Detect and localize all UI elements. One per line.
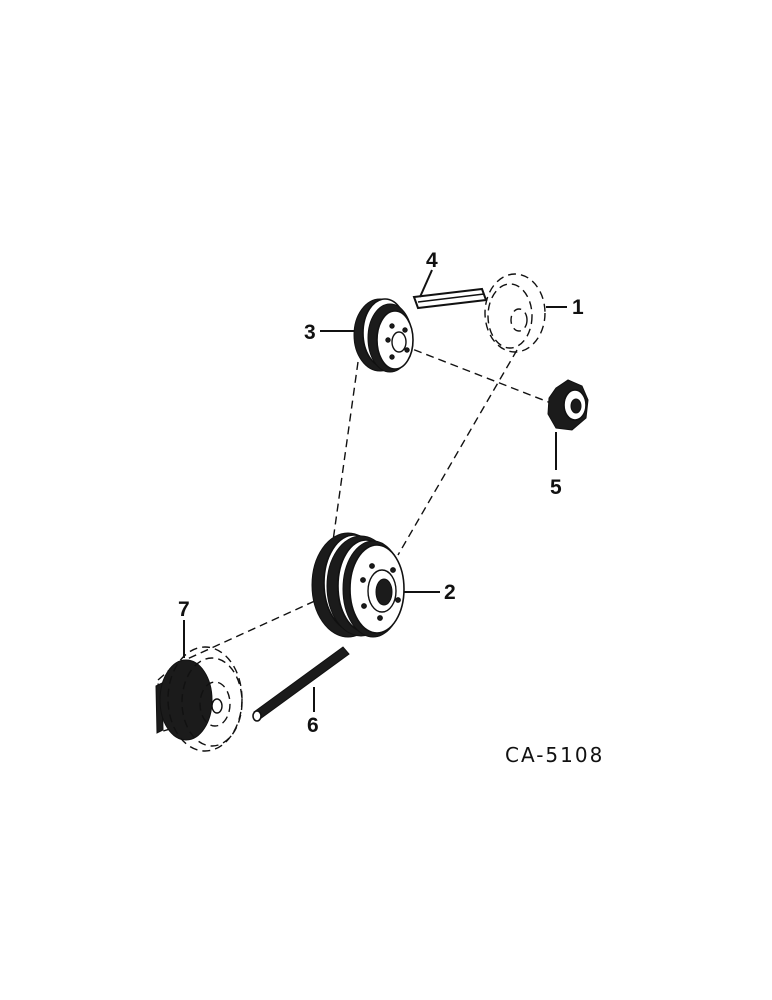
callout-2: 2 (444, 581, 456, 604)
leader-lines (183, 269, 567, 712)
pulley-assembly-part-7 (155, 646, 243, 752)
callout-5: 5 (550, 476, 562, 499)
callout-4: 4 (426, 249, 438, 272)
key-part-4 (412, 287, 488, 310)
drawing-code: CA-5108 (505, 743, 604, 767)
callout-6: 6 (307, 714, 319, 737)
large-pulley-part-2 (311, 532, 405, 638)
nut-part-5 (547, 379, 589, 431)
shaft-part-6 (252, 646, 350, 722)
callout-7: 7 (178, 598, 190, 621)
callout-3: 3 (304, 321, 316, 344)
callout-1: 1 (572, 296, 584, 319)
small-pulley-part-3 (353, 298, 414, 373)
phantom-pulley-part-1 (484, 273, 546, 353)
